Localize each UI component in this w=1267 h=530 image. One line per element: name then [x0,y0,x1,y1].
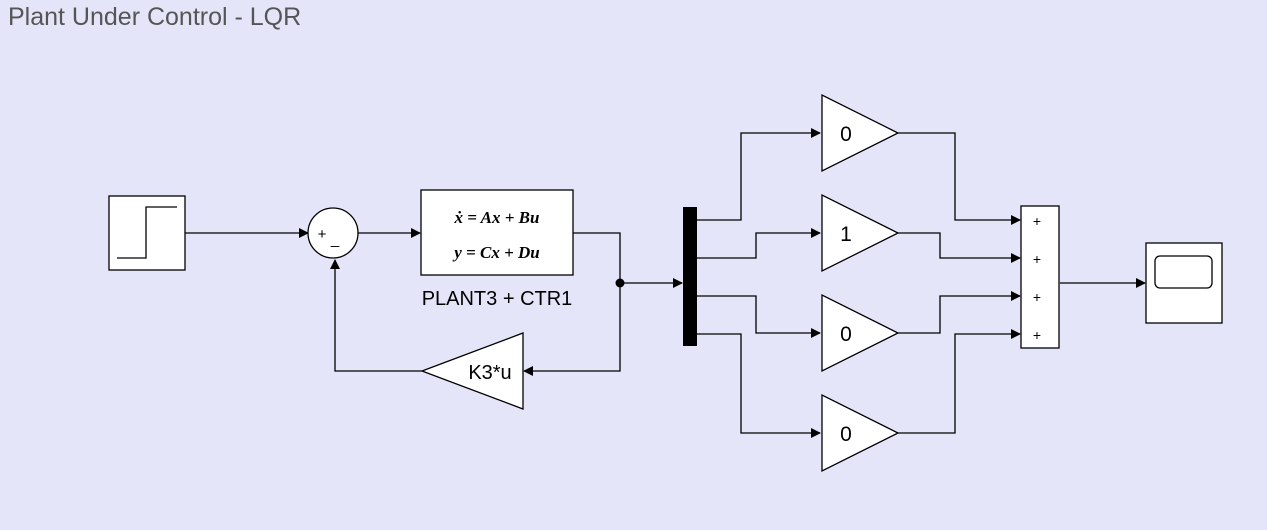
gain-4-value: 0 [840,423,852,446]
sum1-minus-sign: _ [330,231,340,248]
sum2-sign-4: + [1033,327,1041,343]
demux-block[interactable] [683,207,697,346]
gain-2-value: 1 [840,223,852,246]
wire-demux-out-3 [697,295,821,338]
diagram-title: Plant Under Control - LQR [8,3,302,31]
wire-feedback [523,283,621,376]
wire-gain4-to-sum [898,329,1021,434]
signal-wires [185,128,1146,438]
wire-gain1-to-sum [898,132,1021,225]
scope-screen-icon [1154,255,1213,289]
sum1-plus-sign: + [318,226,327,243]
gain-3-value: 0 [840,323,852,346]
sum2-sign-3: + [1033,289,1041,305]
sum2-sign-1: + [1033,213,1041,229]
sum-block-2[interactable]: + + + + [1020,205,1060,349]
wire-gain2-to-sum [898,232,1021,263]
plant-block-label: PLANT3 + CTR1 [422,288,573,310]
wire-gain3-to-sum [898,291,1021,334]
scope-block[interactable] [1145,242,1223,324]
feedback-gain-block[interactable]: K3*u [420,332,524,410]
wire-gain-to-sum [330,259,422,372]
branch-point [615,278,625,288]
wire-demux-out-4 [697,333,821,438]
feedback-gain-label: K3*u [468,362,511,384]
plant-output-equation: y = Cx + Du [452,243,540,262]
gain-1-value: 0 [840,123,852,146]
plant-state-equation: ẋ = Ax + Bu [454,208,540,227]
gain-block-3[interactable]: 0 [821,293,900,373]
wire-demux-out-1 [697,128,821,221]
step-icon [117,206,177,259]
sum-block-1[interactable]: + _ [307,207,359,259]
plant-state-space-block[interactable]: ẋ = Ax + Bu y = Cx + Du [420,189,574,276]
gain-block-4[interactable]: 0 [821,393,900,473]
step-block[interactable] [108,195,186,271]
wire-plant-out [573,232,621,283]
wire-demux-out-2 [697,228,821,259]
sum2-sign-2: + [1033,251,1041,267]
gain-block-2[interactable]: 1 [821,193,900,273]
gain-block-1[interactable]: 0 [821,93,900,173]
